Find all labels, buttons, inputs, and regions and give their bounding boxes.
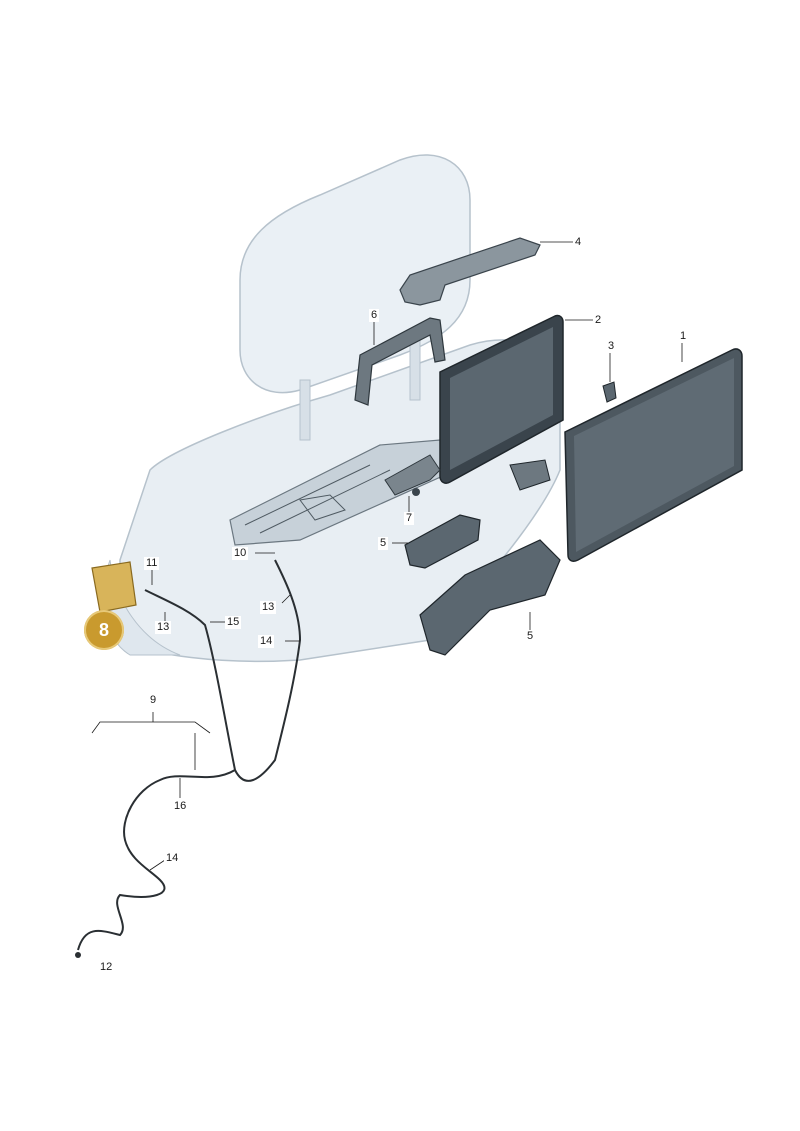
callout-5-upper: 5 — [378, 537, 389, 550]
callout-7: 7 — [404, 512, 415, 525]
part-6-bracket — [354, 317, 446, 406]
part-3-clip — [602, 381, 617, 403]
part-5-upper-cover — [404, 514, 481, 569]
callout-14-lower: 14 — [164, 852, 181, 865]
callout-14-upper: 14 — [258, 635, 275, 648]
callout-15: 15 — [225, 616, 242, 629]
callout-5-lower: 5 — [525, 630, 536, 643]
callout-13-right: 13 — [260, 601, 277, 614]
part-5-lower-cover — [419, 539, 561, 656]
callout-6: 6 — [369, 309, 380, 322]
part-8-module — [91, 561, 137, 613]
part-4-top-trim — [399, 237, 541, 306]
callout-3: 3 — [606, 340, 617, 353]
callout-13-left: 13 — [155, 621, 172, 634]
callout-10: 10 — [232, 547, 249, 560]
callout-11: 11 — [144, 557, 160, 570]
callout-12: 12 — [98, 961, 115, 974]
display-hinge-mount — [384, 454, 441, 496]
highlight-badge-8: 8 — [84, 610, 124, 650]
leader-lines — [91, 241, 683, 871]
callout-1: 1 — [678, 330, 689, 343]
callout-16: 16 — [172, 800, 189, 813]
part-2-display-inner — [450, 327, 553, 470]
callout-2: 2 — [593, 314, 604, 327]
headrest-post-left — [299, 379, 311, 441]
part-5-side-mount — [509, 459, 551, 491]
headrest-post-right — [409, 339, 421, 401]
callout-4: 4 — [573, 236, 584, 249]
seat-back-recess-detail — [244, 464, 391, 534]
wiring-harness — [77, 559, 302, 951]
part-7-screw — [412, 488, 420, 496]
part-1-screen-glass — [574, 358, 734, 552]
callout-9: 9 — [148, 694, 159, 707]
connector — [75, 952, 81, 958]
